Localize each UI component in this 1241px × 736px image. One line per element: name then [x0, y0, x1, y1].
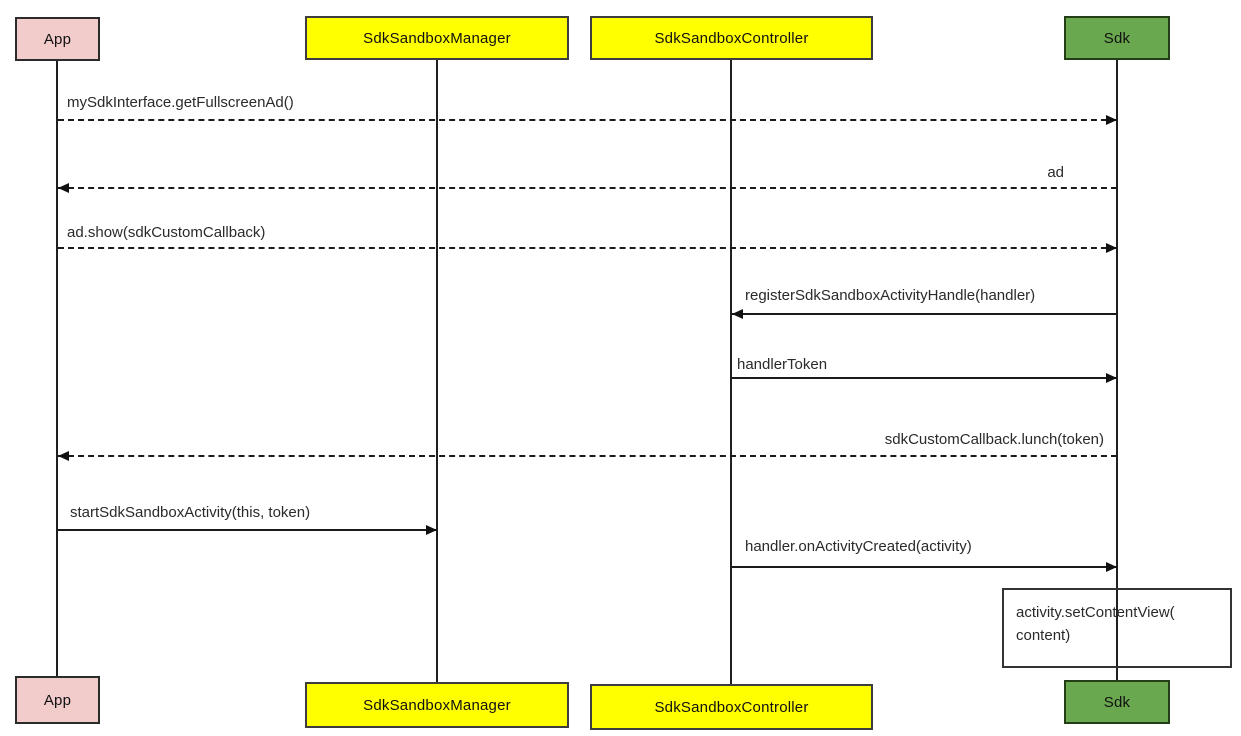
actor-label-app-bottom: App [43, 691, 72, 709]
message-6-arrow [58, 455, 1117, 457]
message-7-arrow [58, 529, 437, 531]
actor-label-sdk-sandbox-controller-top: SdkSandboxController [654, 29, 809, 47]
message-6-arrowhead-icon [58, 451, 69, 461]
message-2-arrow [58, 187, 1117, 189]
message-4-arrow [732, 313, 1117, 315]
actor-box-sdk-bottom: Sdk [1064, 680, 1170, 724]
actor-box-sdk-top: Sdk [1064, 16, 1170, 60]
message-1-label: mySdkInterface.getFullscreenAd() [67, 94, 294, 111]
message-8-label: handler.onActivityCreated(activity) [745, 538, 972, 555]
actor-box-app-top: App [15, 17, 100, 61]
message-2-label: ad [1047, 164, 1064, 181]
message-1-arrowhead-icon [1106, 115, 1117, 125]
note-line-2: content) [1016, 627, 1071, 644]
actor-label-sdk-sandbox-manager-top: SdkSandboxManager [363, 29, 511, 47]
message-3-label: ad.show(sdkCustomCallback) [67, 224, 266, 241]
actor-label-sdk-bottom: Sdk [1103, 693, 1131, 711]
message-7-arrowhead-icon [426, 525, 437, 535]
sdk-sandbox-manager-lifeline [436, 59, 438, 683]
message-7-label: startSdkSandboxActivity(this, token) [70, 504, 311, 521]
sdk-lifeline [1116, 59, 1118, 681]
message-4-arrowhead-icon [732, 309, 743, 319]
message-2-arrowhead-icon [58, 183, 69, 193]
message-3-arrow [58, 247, 1117, 249]
actor-box-app-bottom: App [15, 676, 100, 724]
actor-label-app-top: App [43, 30, 72, 48]
actor-label-sdk-top: Sdk [1103, 29, 1131, 47]
actor-label-sdk-sandbox-controller-bottom: SdkSandboxController [654, 698, 809, 716]
actor-box-sdk-sandbox-controller-bottom: SdkSandboxController [590, 684, 873, 730]
message-5-label: handlerToken [737, 356, 828, 373]
actor-box-sdk-sandbox-controller-top: SdkSandboxController [590, 16, 873, 60]
message-6-label: sdkCustomCallback.lunch(token) [884, 431, 1104, 448]
actor-box-sdk-sandbox-manager-bottom: SdkSandboxManager [305, 682, 569, 728]
message-4-label: registerSdkSandboxActivityHandle(handler… [745, 287, 1036, 304]
note-box-set-content-view: activity.setContentView( content) [1002, 588, 1232, 668]
message-3-arrowhead-icon [1106, 243, 1117, 253]
sdk-sandbox-controller-lifeline [730, 59, 732, 685]
note-line-1: activity.setContentView( [1016, 604, 1175, 621]
message-1-arrow [58, 119, 1117, 121]
app-lifeline [56, 60, 58, 677]
actor-label-sdk-sandbox-manager-bottom: SdkSandboxManager [363, 696, 511, 714]
message-5-arrowhead-icon [1106, 373, 1117, 383]
actor-box-sdk-sandbox-manager-top: SdkSandboxManager [305, 16, 569, 60]
message-8-arrow [732, 566, 1117, 568]
message-8-arrowhead-icon [1106, 562, 1117, 572]
message-5-arrow [732, 377, 1117, 379]
